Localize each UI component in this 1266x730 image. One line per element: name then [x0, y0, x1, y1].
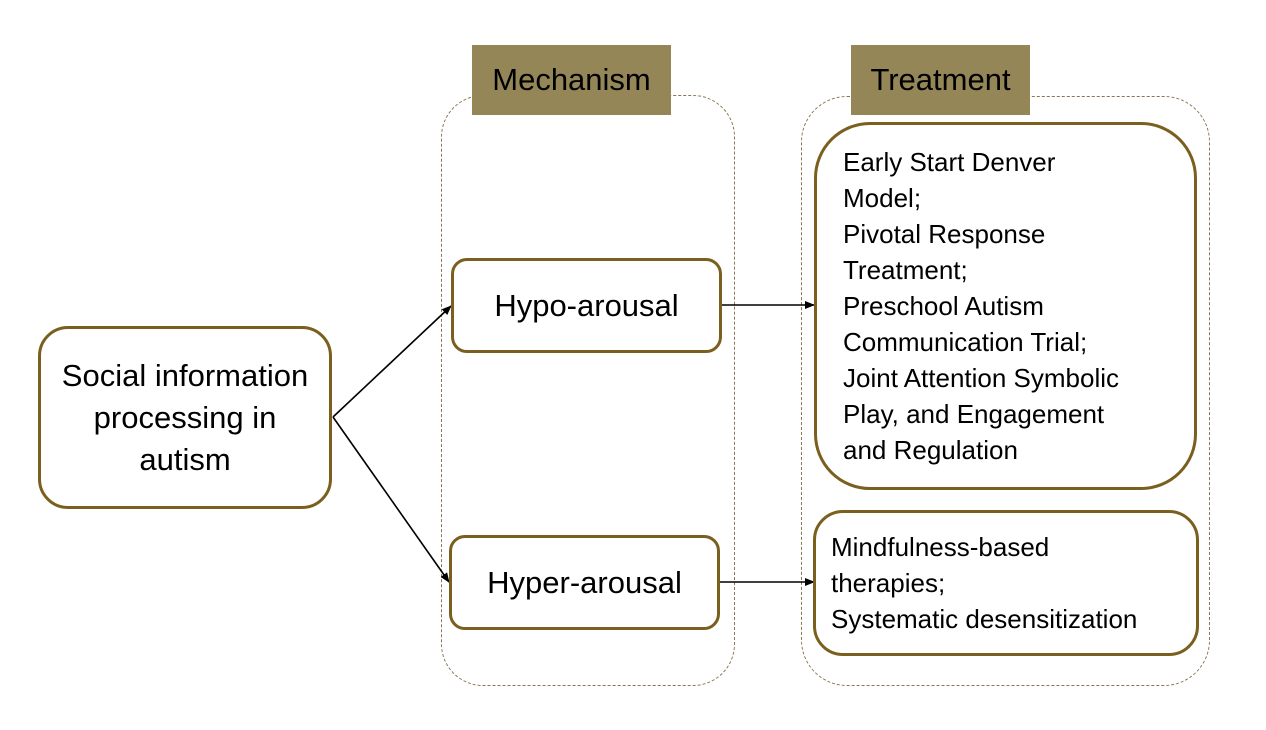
edge-source-to-hyper: [332, 416, 450, 583]
hypo-treatment-line: Preschool Autism: [843, 291, 1044, 321]
hypo-treatment-text: Early Start Denver Model; Pivotal Respon…: [843, 144, 1119, 468]
hypo-treatment-line: Joint Attention Symbolic: [843, 363, 1120, 393]
hypo-arousal-label: Hypo-arousal: [494, 287, 679, 323]
hyper-arousal-label: Hyper-arousal: [487, 564, 682, 600]
hypo-treatment-line: Play, and Engagement: [843, 399, 1105, 429]
hypo-treatment-line: Model;: [843, 183, 922, 213]
hypo-treatment-line: Communication Trial;: [843, 327, 1088, 357]
hypo-treatment-line: Early Start Denver: [843, 147, 1056, 177]
treatment-header-label: Treatment: [870, 62, 1011, 97]
hypo-treatment-line: and Regulation: [843, 435, 1018, 465]
hypo-treatment-line: Treatment;: [843, 255, 968, 285]
hypo-treatment-line: Pivotal Response: [843, 219, 1046, 249]
treatment-header: Treatment: [851, 45, 1030, 115]
hyper-treatment-line: Mindfulness-based: [831, 532, 1050, 562]
source-node: Social information processing in autism: [38, 326, 332, 509]
hyper-treatment-line: therapies;: [831, 568, 946, 598]
hypo-arousal-node: Hypo-arousal: [451, 258, 722, 353]
source-node-label: Social information processing in autism: [61, 357, 309, 477]
hyper-treatment-node: Mindfulness-based therapies; Systematic …: [813, 510, 1199, 656]
mechanism-header-label: Mechanism: [492, 62, 651, 97]
hypo-treatment-node: Early Start Denver Model; Pivotal Respon…: [814, 122, 1197, 490]
hyper-arousal-node: Hyper-arousal: [449, 535, 720, 630]
hyper-treatment-line: Systematic desensitization: [831, 604, 1138, 634]
edge-source-to-hypo: [332, 305, 452, 418]
hyper-treatment-text: Mindfulness-based therapies; Systematic …: [831, 529, 1137, 637]
mechanism-header: Mechanism: [472, 45, 671, 115]
